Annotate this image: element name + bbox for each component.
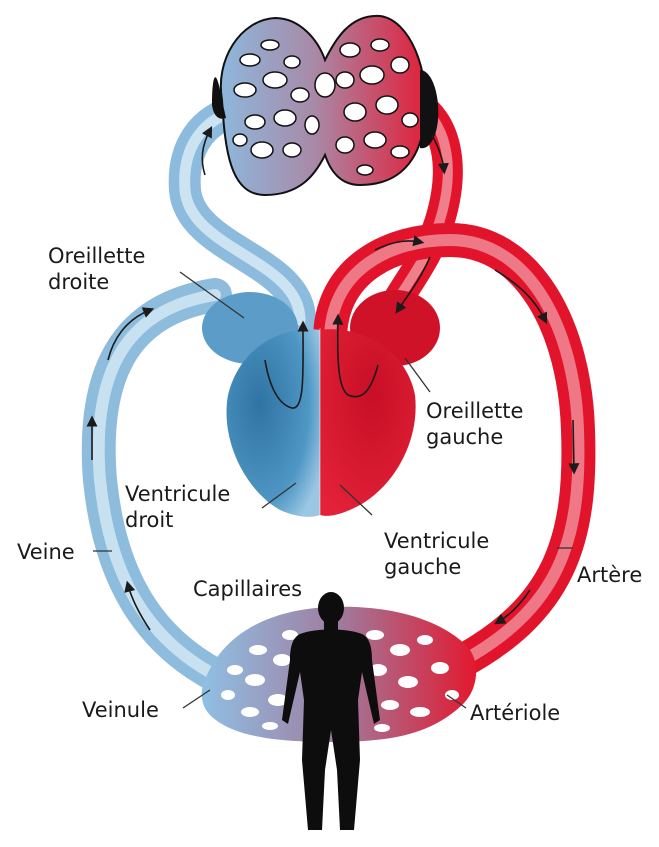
label-line: droite (48, 269, 145, 295)
label-veine: Veine (17, 539, 75, 565)
label-line: gauche (384, 554, 489, 580)
label-line: Oreillette (426, 398, 523, 424)
lungs (212, 16, 438, 195)
label-veinule: Veinule (82, 697, 159, 723)
label-arteriole: Artériole (470, 700, 560, 726)
label-oreillette-droite: Oreillette droite (48, 243, 145, 295)
label-oreillette-gauche: Oreillette gauche (426, 398, 523, 450)
label-line: Ventricule (384, 528, 489, 554)
label-line: Oreillette (48, 243, 145, 269)
label-line: gauche (426, 424, 523, 450)
label-ventricule-droit: Ventricule droit (125, 481, 230, 533)
label-line: Ventricule (125, 481, 230, 507)
label-artere: Artère (577, 562, 642, 588)
label-ventricule-gauche: Ventricule gauche (384, 528, 489, 580)
label-capillaires: Capillaires (193, 576, 302, 602)
label-line: droit (125, 507, 230, 533)
